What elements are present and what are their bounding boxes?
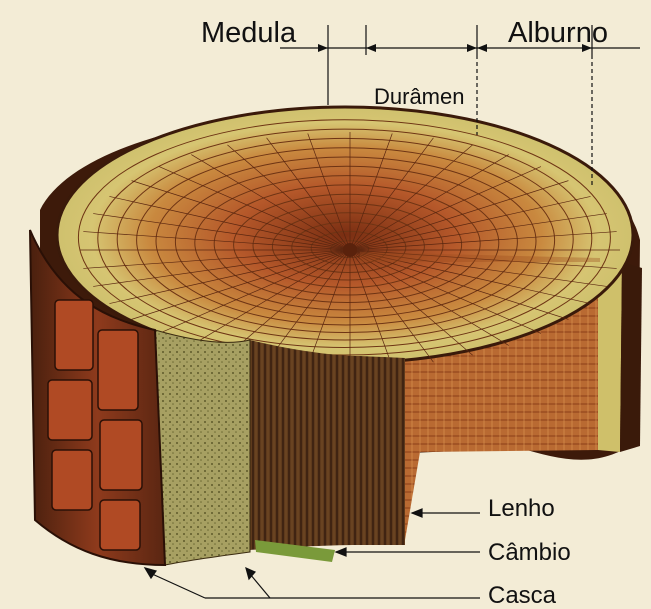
label-lenho: Lenho <box>488 495 555 522</box>
front-wall-lenho <box>250 340 405 550</box>
label-duramen: Durâmen <box>374 84 464 109</box>
pith-center <box>343 243 357 257</box>
label-cambio: Câmbio <box>488 539 571 566</box>
label-casca: Casca <box>488 582 557 609</box>
inner-bark <box>155 330 250 565</box>
label-alburno: Alburno <box>508 17 608 49</box>
cut-face-bark <box>620 262 642 452</box>
label-medula: Medula <box>201 17 297 49</box>
